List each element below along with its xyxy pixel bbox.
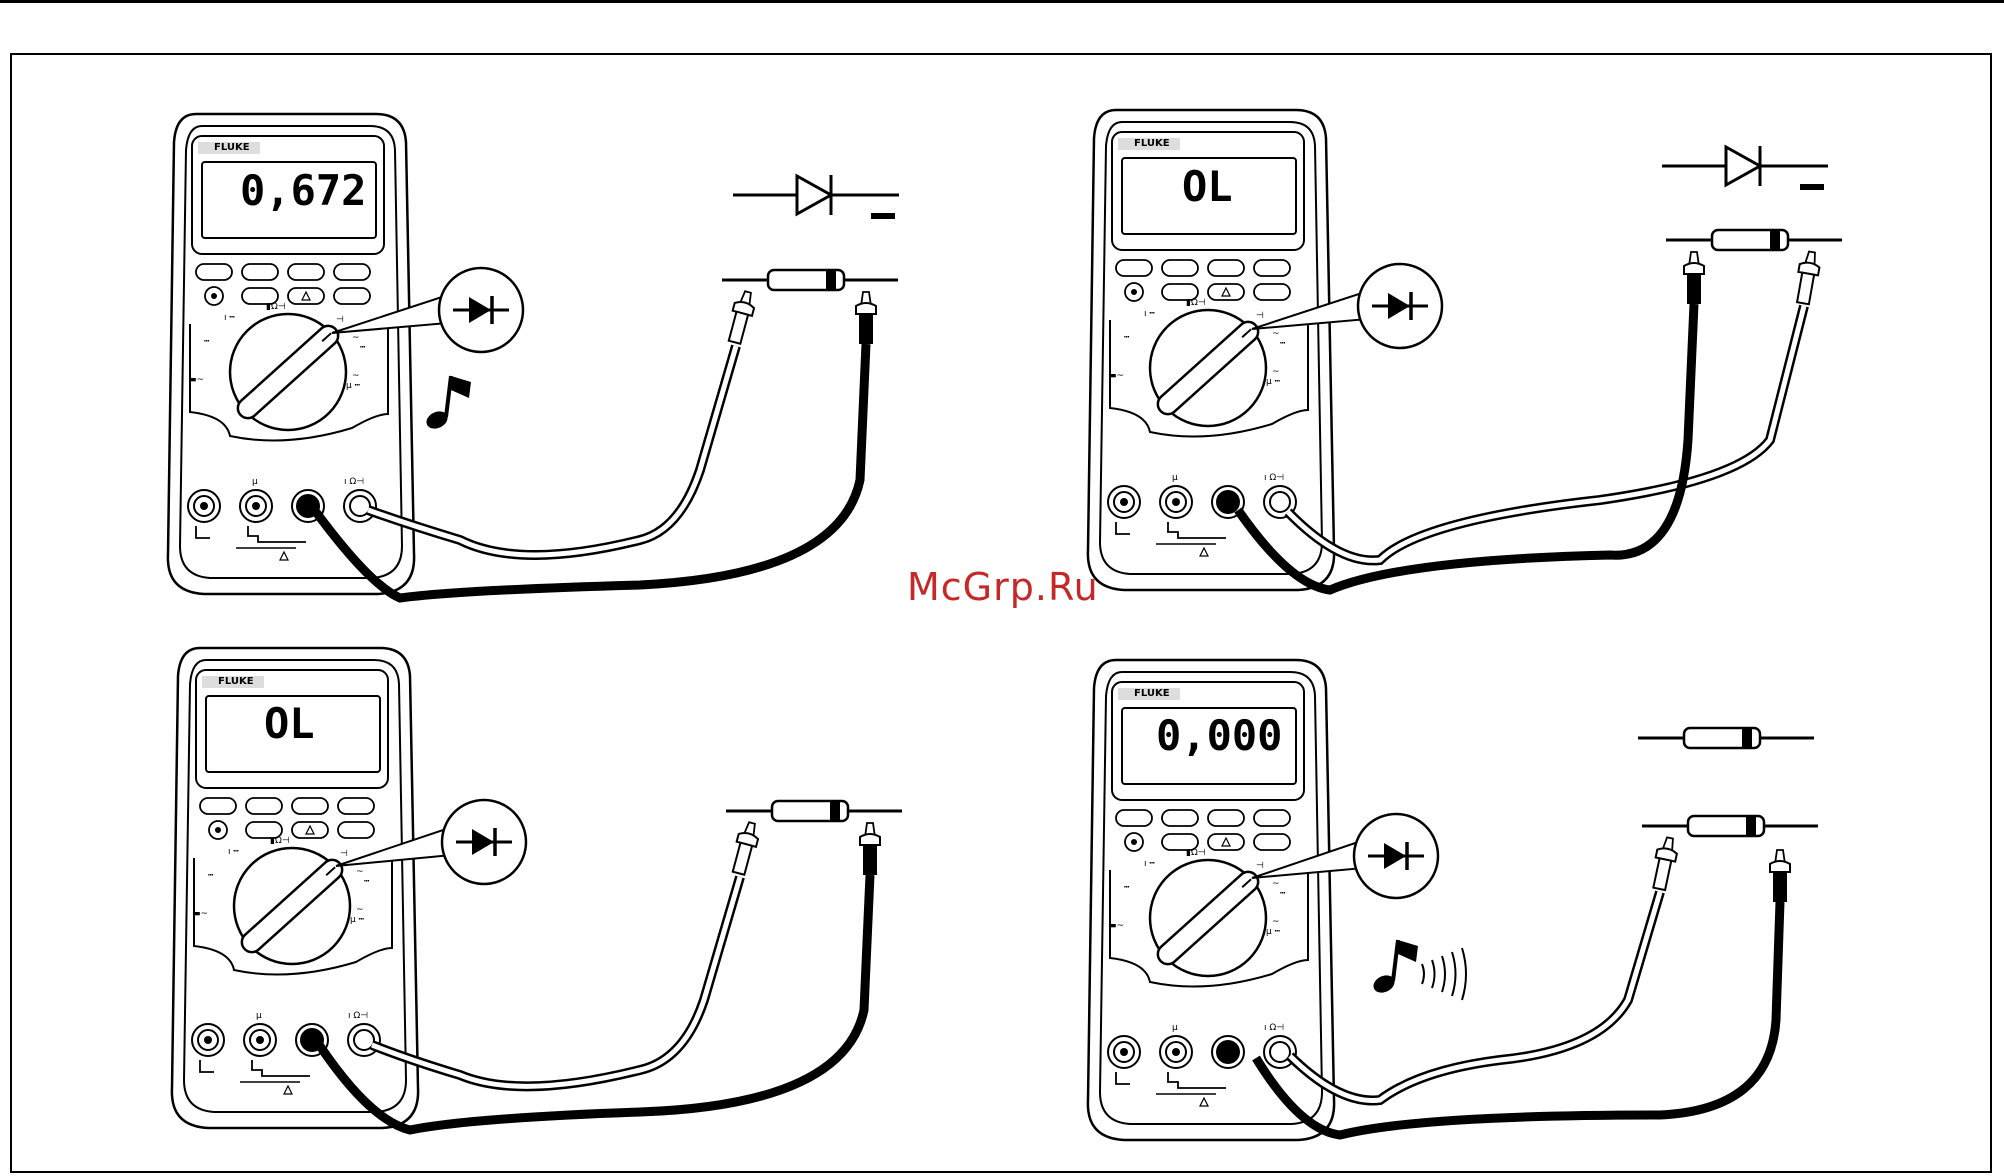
brand-label: FLUKE bbox=[1134, 138, 1170, 149]
music-note-icon bbox=[1371, 940, 1418, 996]
component-icon bbox=[726, 801, 902, 821]
diode-icon bbox=[442, 800, 526, 884]
test-lead-icon bbox=[1770, 850, 1790, 902]
diode-symbol-icon bbox=[733, 175, 899, 219]
brand-label: FLUKE bbox=[218, 676, 254, 687]
test-lead-icon bbox=[1793, 250, 1822, 305]
panel-bottom-left: FLUKE OL bbox=[172, 648, 902, 1130]
music-note-icon bbox=[424, 376, 471, 432]
test-lead-icon bbox=[725, 289, 758, 344]
diode-symbol-icon bbox=[1662, 146, 1828, 190]
lcd-reading-3: OL bbox=[264, 699, 315, 748]
lcd-reading-1: 0,672 bbox=[240, 166, 366, 215]
test-lead-icon bbox=[860, 823, 880, 875]
panel-top-right: FLUKE OL bbox=[1088, 110, 1842, 590]
sound-waves-icon bbox=[1422, 948, 1466, 1000]
diode-icon bbox=[1358, 264, 1442, 348]
test-lead-icon bbox=[856, 292, 876, 344]
brand-label: FLUKE bbox=[1134, 688, 1170, 699]
component-icon bbox=[1638, 728, 1814, 748]
watermark: McGrp.Ru bbox=[907, 565, 1099, 609]
test-lead-icon bbox=[1684, 252, 1704, 304]
panel-bottom-right: FLUKE 0,000 bbox=[1088, 660, 1818, 1140]
lcd-reading-4: 0,000 bbox=[1156, 711, 1282, 760]
component-icon bbox=[1642, 816, 1818, 836]
component-icon bbox=[1666, 230, 1842, 250]
component-icon bbox=[722, 270, 898, 290]
test-lead-icon bbox=[1649, 836, 1679, 891]
brand-label: FLUKE bbox=[214, 142, 250, 153]
panel-top-left: FLUKE 0,672 bbox=[168, 114, 899, 598]
lcd-reading-2: OL bbox=[1182, 162, 1233, 211]
test-lead-icon bbox=[729, 820, 762, 875]
diode-icon bbox=[439, 268, 523, 352]
diode-icon bbox=[1354, 814, 1438, 898]
